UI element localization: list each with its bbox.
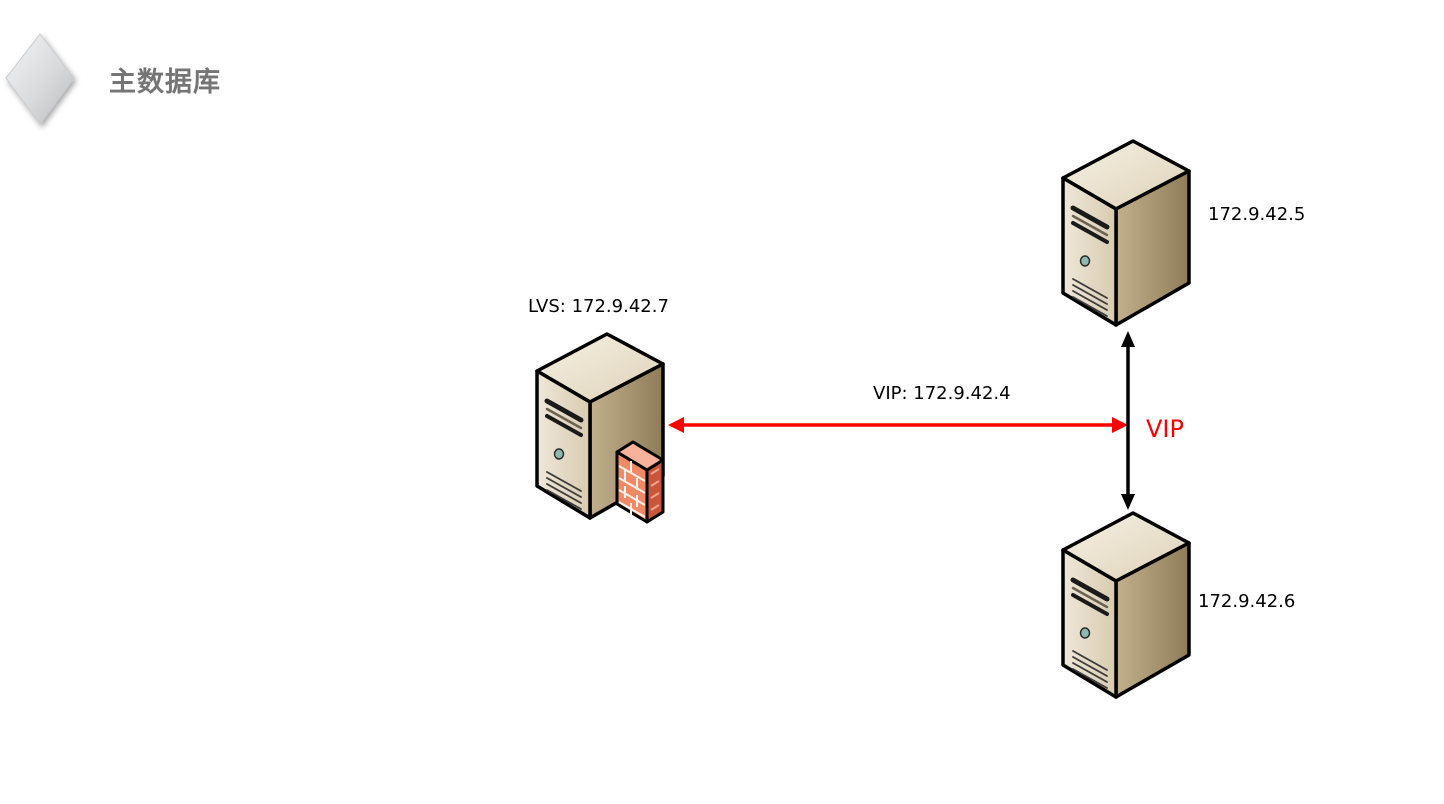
vip-link-arrow [668, 417, 1128, 433]
vip-tag: VIP [1146, 415, 1184, 443]
server-top-label: 172.9.42.5 [1208, 204, 1306, 225]
page-title: 主数据库 [109, 67, 221, 98]
server-top-icon [1063, 141, 1189, 325]
header-diamond-icon [5, 33, 75, 125]
server-bottom-icon [1063, 513, 1189, 697]
server-bottom-label: 172.9.42.6 [1198, 591, 1296, 612]
vip-link-label: VIP: 172.9.42.4 [873, 383, 1011, 404]
failover-link-arrow [1121, 331, 1135, 510]
firewall-icon [615, 440, 665, 524]
lvs-label: LVS: 172.9.42.7 [528, 296, 669, 317]
